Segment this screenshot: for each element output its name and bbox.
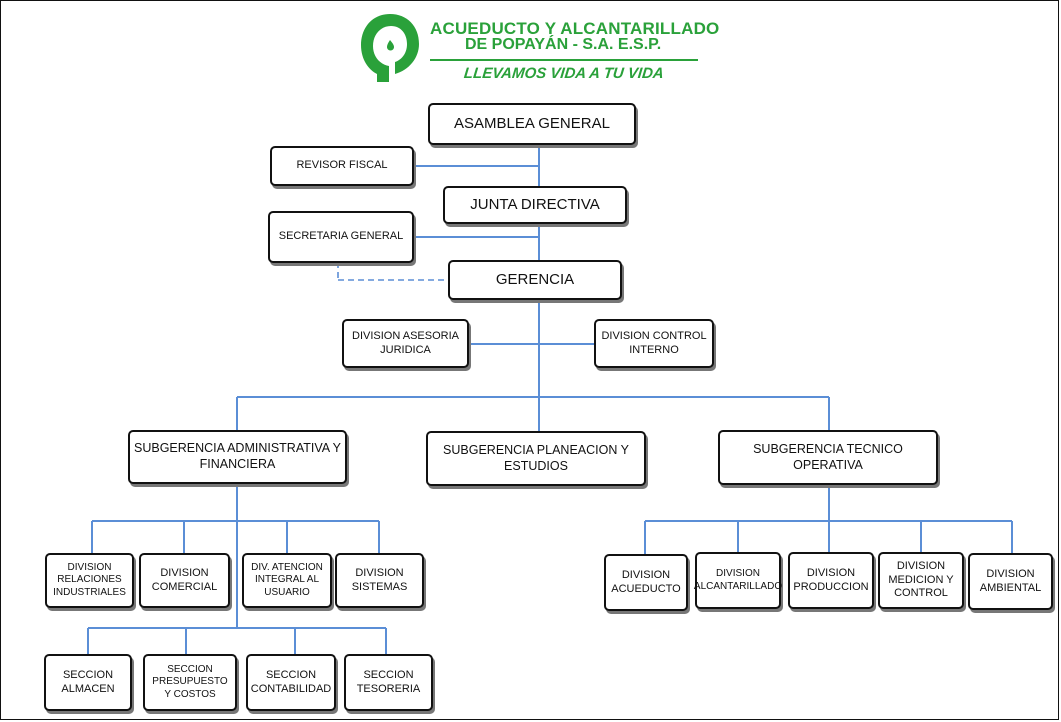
node-asamblea-general: ASAMBLEA GENERAL xyxy=(428,103,636,145)
node-label: JUNTA DIRECTIVA xyxy=(470,195,600,213)
node-label: SECCION TESORERIA xyxy=(356,668,421,695)
node-label: SUBGERENCIA PLANEACION Y ESTUDIOS xyxy=(443,442,629,473)
node-label: DIVISION AMBIENTAL xyxy=(979,567,1042,594)
node-revisor-fiscal: REVISOR FISCAL xyxy=(270,146,414,186)
node-division-acueducto: DIVISION ACUEDUCTO xyxy=(604,554,688,611)
company-name-line1: ACUEDUCTO Y ALCANTARILLADO xyxy=(430,19,720,38)
node-seccion-tesoreria: SECCION TESORERIA xyxy=(344,654,433,711)
logo-divider xyxy=(430,59,698,61)
node-subgerencia-administrativa-financiera: SUBGERENCIA ADMINISTRATIVA Y FINANCIERA xyxy=(128,430,347,484)
company-name-line2: DE POPAYÁN - S.A. E.S.P. xyxy=(465,36,662,53)
node-seccion-presupuesto-costos: SECCION PRESUPUESTO Y COSTOS xyxy=(143,654,237,711)
node-secretaria-general: SECRETARIA GENERAL xyxy=(268,211,414,263)
node-division-ambiental: DIVISION AMBIENTAL xyxy=(968,553,1053,610)
node-label: DIVISION ALCANTARILLADO xyxy=(693,568,783,592)
node-seccion-contabilidad: SECCION CONTABILIDAD xyxy=(246,654,336,711)
node-division-alcantarillado: DIVISION ALCANTARILLADO xyxy=(693,552,783,609)
node-label: SECCION ALMACEN xyxy=(61,668,115,695)
node-label: DIVISION SISTEMAS xyxy=(351,566,408,593)
node-label: GERENCIA xyxy=(495,270,575,288)
node-division-relaciones-industriales: DIVISION RELACIONES INDUSTRIALES xyxy=(45,553,134,608)
node-label: DIVISION CONTROL INTERNO xyxy=(601,329,707,356)
node-division-sistemas: DIVISION SISTEMAS xyxy=(335,553,424,608)
node-div-atencion-integral-usuario: DIV. ATENCION INTEGRAL AL USUARIO xyxy=(242,553,332,608)
node-label: DIVISION MEDICION Y CONTROL xyxy=(888,559,954,600)
node-division-medicion-control: DIVISION MEDICION Y CONTROL xyxy=(878,552,964,609)
node-label: SECCION PRESUPUESTO Y COSTOS xyxy=(152,663,228,700)
node-division-comercial: DIVISION COMERCIAL xyxy=(139,553,230,608)
node-subgerencia-tecnico-operativa: SUBGERENCIA TECNICO OPERATIVA xyxy=(718,430,938,485)
node-junta-directiva: JUNTA DIRECTIVA xyxy=(443,186,627,224)
node-label: DIV. ATENCION INTEGRAL AL USUARIO xyxy=(251,561,323,598)
node-label: DIVISION RELACIONES INDUSTRIALES xyxy=(53,561,126,598)
node-gerencia: GERENCIA xyxy=(448,260,622,300)
node-label: DIVISION ASESORIA JURIDICA xyxy=(352,329,459,356)
node-label: DIVISION COMERCIAL xyxy=(151,566,218,593)
node-label: SECCION CONTABILIDAD xyxy=(250,668,332,695)
node-seccion-almacen: SECCION ALMACEN xyxy=(44,654,132,711)
node-label: SUBGERENCIA TECNICO OPERATIVA xyxy=(753,441,903,472)
node-division-asesoria-juridica: DIVISION ASESORIA JURIDICA xyxy=(342,319,469,368)
node-label: SUBGERENCIA ADMINISTRATIVA Y FINANCIERA xyxy=(134,441,341,471)
water-drop-p-logo-icon xyxy=(361,14,419,82)
node-division-control-interno: DIVISION CONTROL INTERNO xyxy=(594,319,714,368)
node-label: SECRETARIA GENERAL xyxy=(278,230,404,243)
node-subgerencia-planeacion-estudios: SUBGERENCIA PLANEACION Y ESTUDIOS xyxy=(426,431,646,486)
node-label: ASAMBLEA GENERAL xyxy=(454,114,610,132)
node-label: DIVISION PRODUCCION xyxy=(793,566,869,593)
node-division-produccion: DIVISION PRODUCCION xyxy=(788,552,874,609)
node-label: DIVISION ACUEDUCTO xyxy=(611,568,681,595)
node-label: REVISOR FISCAL xyxy=(296,159,388,172)
